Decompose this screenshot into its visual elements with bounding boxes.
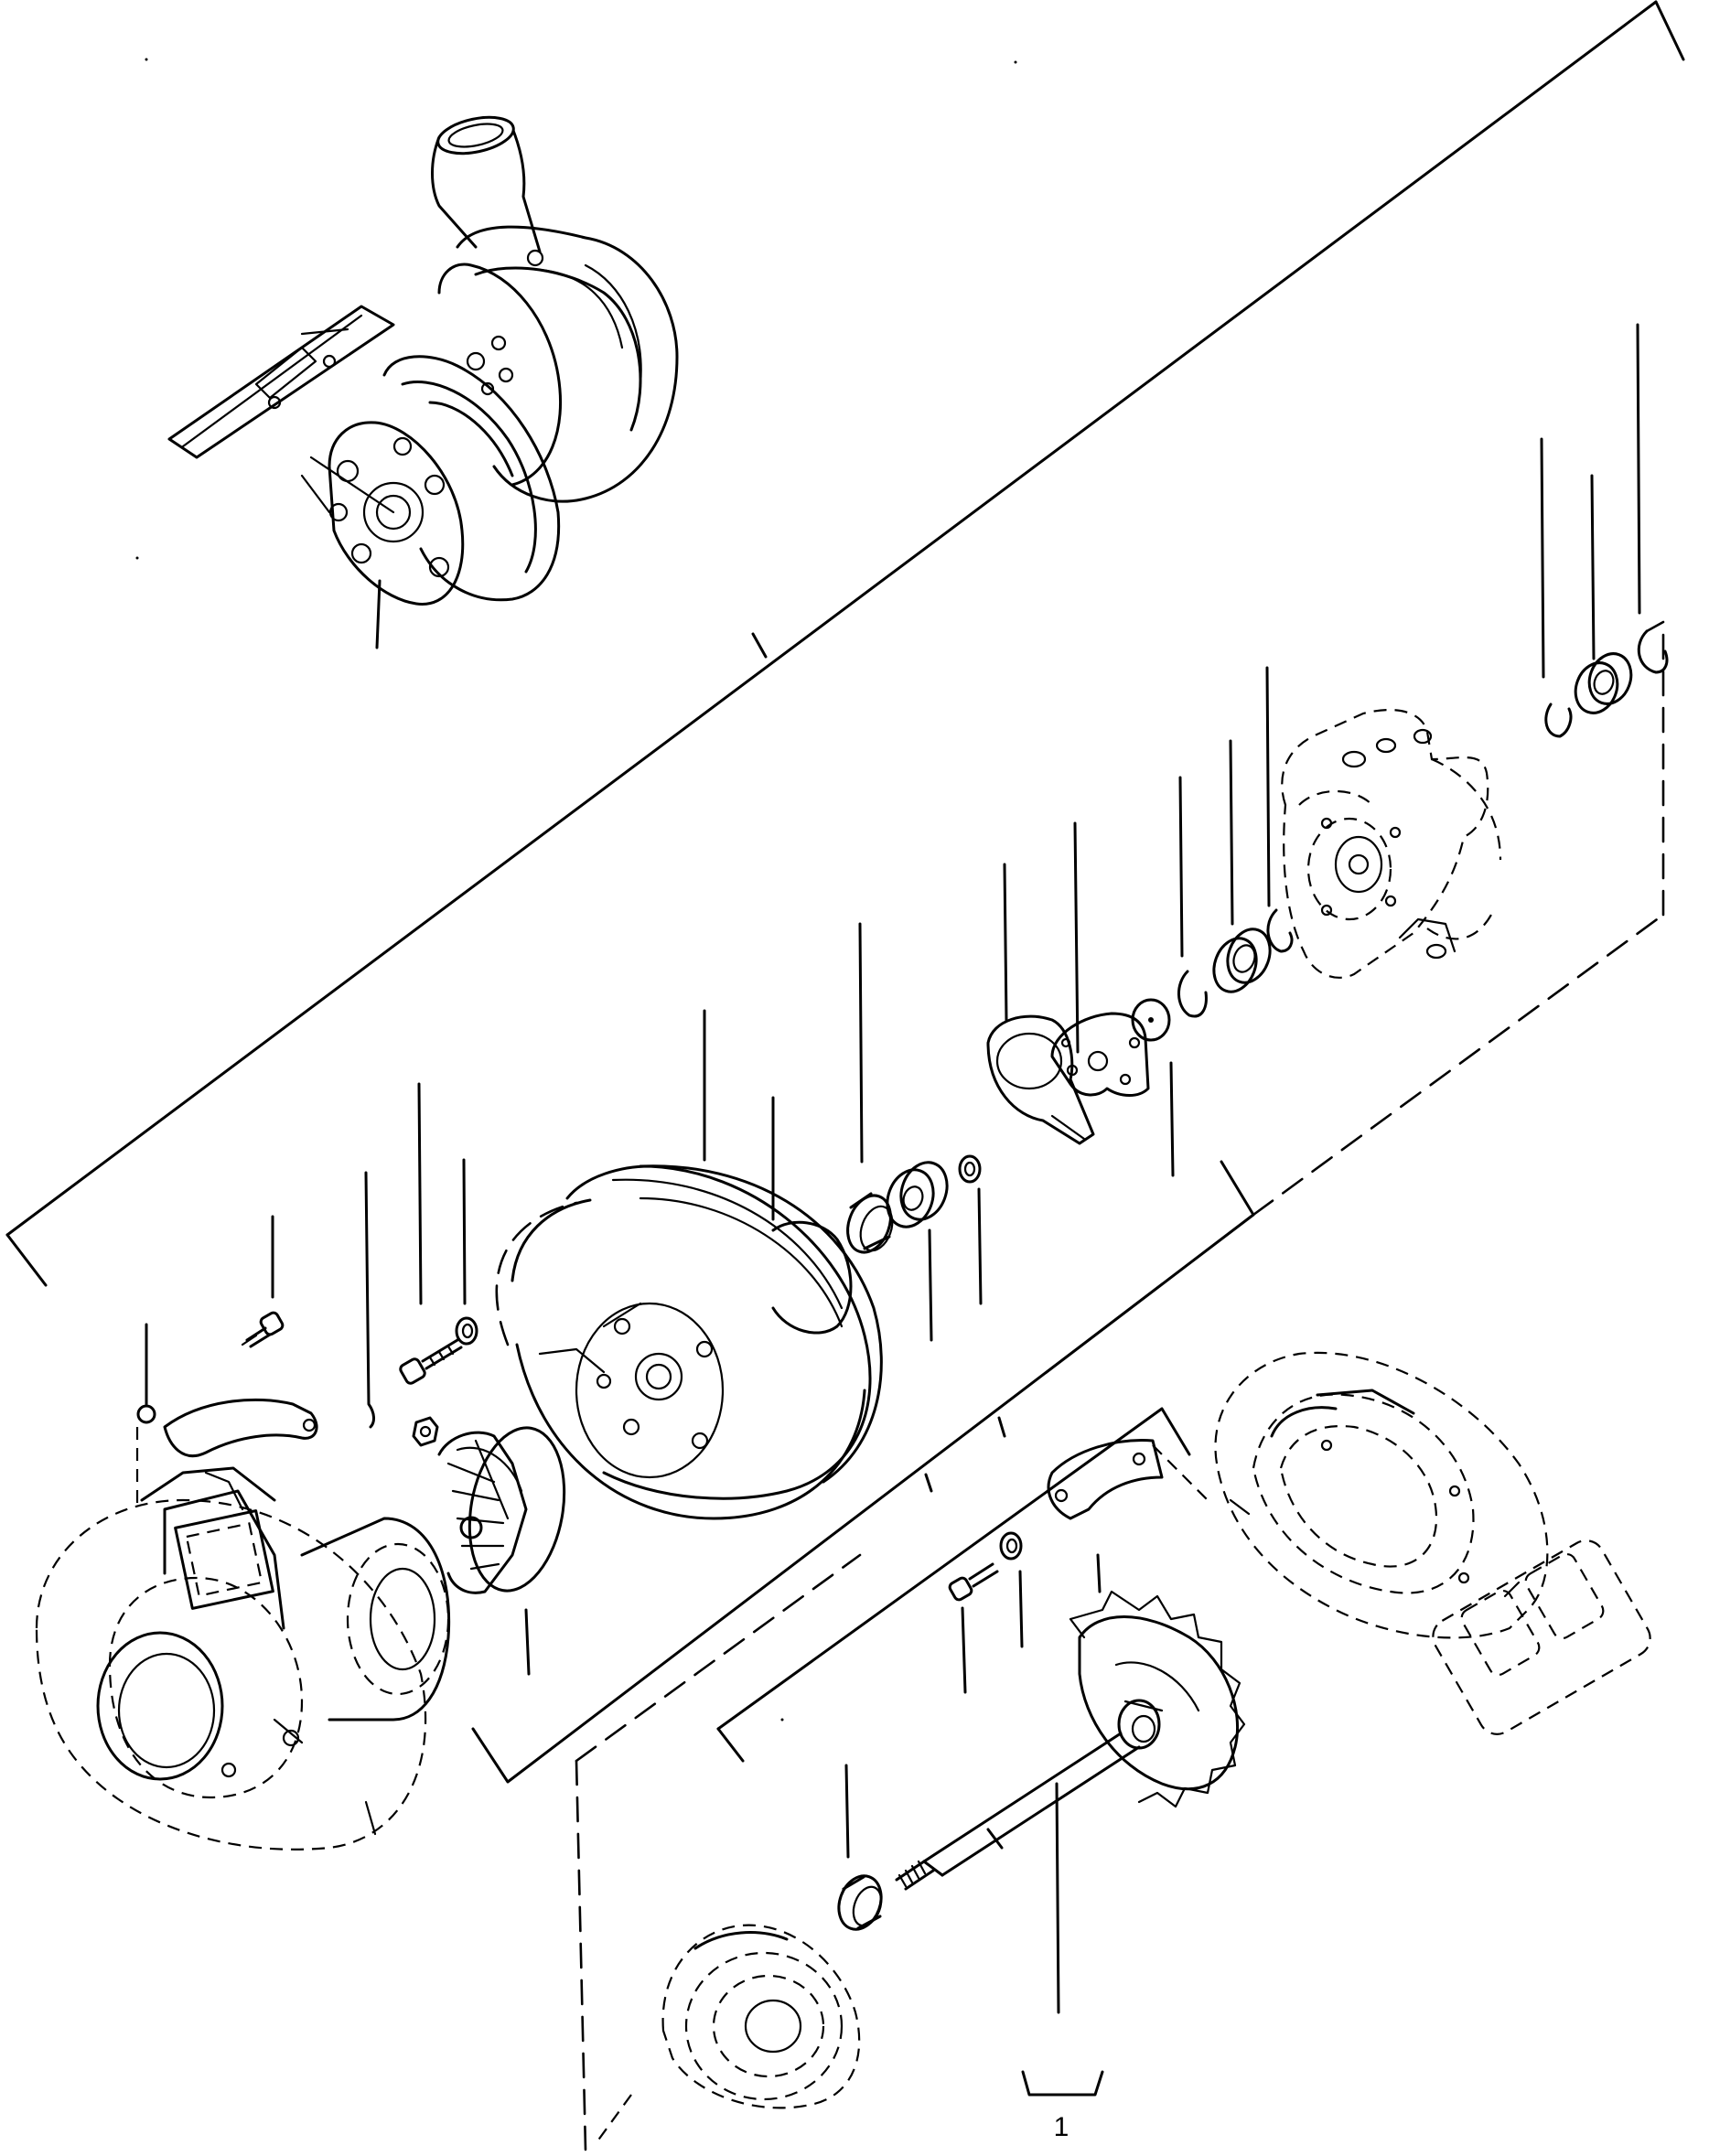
- thrust-washer: [1131, 998, 1175, 1177]
- center-housing: [1281, 709, 1502, 979]
- bearing-snap-ring-3: [1540, 437, 1573, 738]
- assembled-turbocharger: [167, 115, 679, 649]
- scan-specks: [135, 58, 1017, 1722]
- turbine-housing: [1214, 1351, 1651, 1735]
- compressor-wheel: [437, 1426, 566, 1676]
- journal-bearing-end: [1574, 474, 1633, 714]
- bearing-snap-ring-4: [1636, 323, 1669, 674]
- center-housing-group-bracket: [471, 620, 1665, 1784]
- item-number-label: 1: [1054, 2112, 1069, 2142]
- turbine-wheel-and-shaft: [895, 1590, 1246, 2014]
- rotor-group-bracket: [575, 1407, 1191, 2151]
- journal-bearing-center: [1212, 739, 1272, 993]
- piston-ring-turbine-side: [837, 1764, 883, 1931]
- turbine-lock-plate: [1047, 1439, 1209, 1593]
- item-callout: 1: [1021, 2070, 1104, 2142]
- turbine-bolt: [948, 1562, 999, 1694]
- turbine-washer: [999, 1531, 1024, 1648]
- compressor-backplate: [495, 1009, 883, 1520]
- main-assembly-bracket: [5, 0, 1685, 1287]
- heat-shield: [594, 1924, 861, 2146]
- bearing-snap-ring-2: [1265, 666, 1294, 953]
- lock-plate: [135, 1323, 318, 1509]
- backplate-bolt: [399, 1082, 463, 1385]
- compressor-housing: [35, 1466, 451, 1850]
- piston-ring-compressor-side: [846, 922, 894, 1254]
- thrust-sleeve: [886, 1161, 949, 1342]
- backplate-washer: [455, 1158, 478, 1346]
- bearing-snap-ring-1: [1177, 776, 1208, 1018]
- lock-plate-bolt: [241, 1215, 285, 1348]
- thrust-bearing: [1050, 821, 1150, 1097]
- shaft-nut: [364, 1171, 439, 1447]
- thrust-collar: [958, 1154, 983, 1305]
